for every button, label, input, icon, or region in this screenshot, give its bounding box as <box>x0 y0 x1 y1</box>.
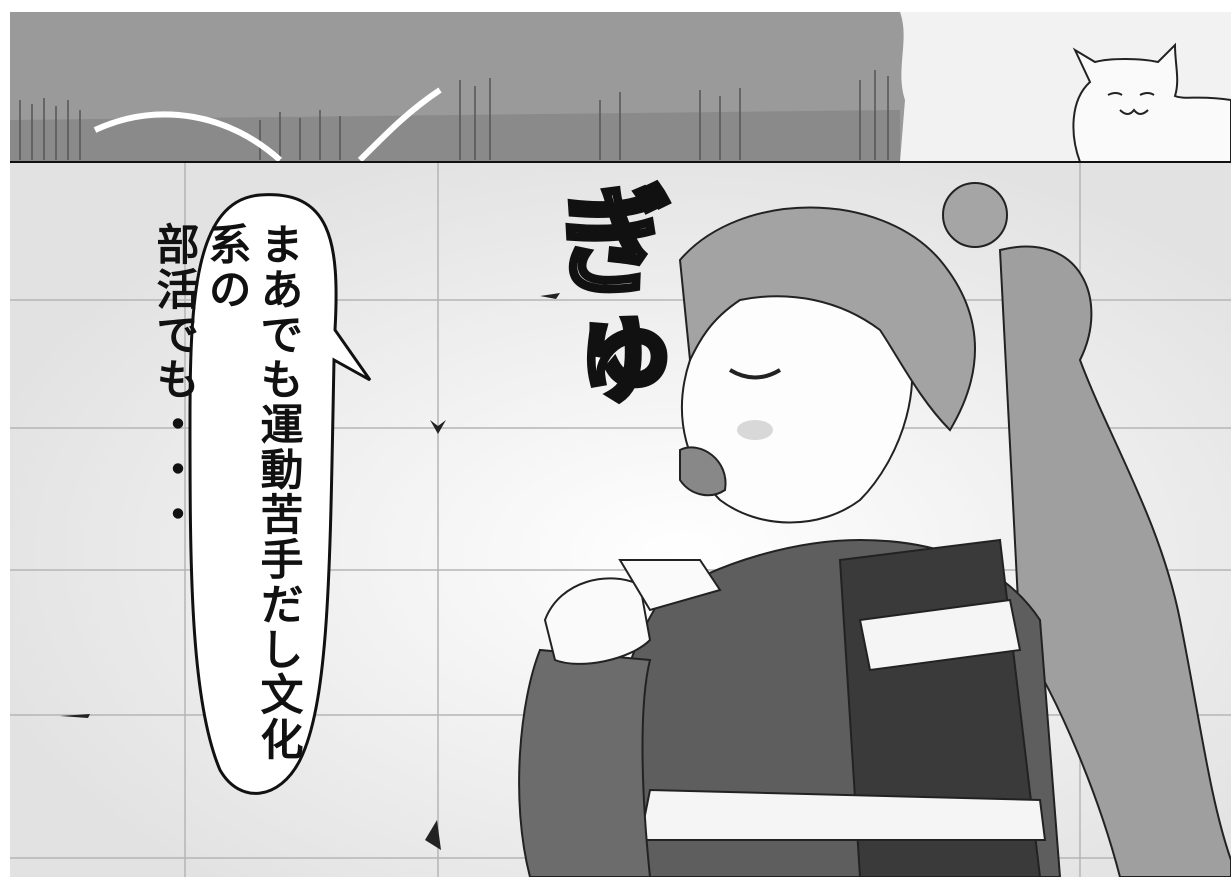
branch-left <box>93 111 283 163</box>
sound-effect: ぎゅ <box>529 178 672 419</box>
foliage-shadow <box>10 110 900 162</box>
branch-middle <box>357 87 442 163</box>
speech-line-1: まあでも運動苦手だし文化系の <box>201 222 303 762</box>
character-illustration <box>518 182 1231 877</box>
speech-bubble-text: まあでも運動苦手だし文化系の 部活でも・・・ <box>149 222 304 792</box>
foliage-hatching <box>19 70 889 160</box>
speech-bubble <box>188 193 372 795</box>
wall-cracks <box>60 293 560 850</box>
cat-illustration <box>1072 42 1231 163</box>
speech-line-2: 部活でも・・・ <box>149 222 199 537</box>
